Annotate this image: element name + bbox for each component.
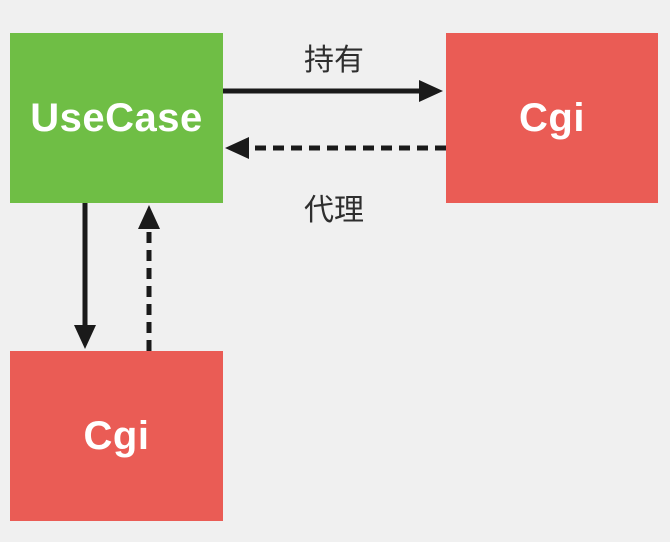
node-cgi-right: Cgi (446, 33, 658, 203)
arrow-up-head (138, 205, 160, 229)
arrow-holds-head (419, 80, 443, 102)
node-cgi-bottom-label: Cgi (83, 413, 150, 458)
arrow-down-solid (74, 203, 96, 349)
edge-label-holds: 持有 (304, 44, 364, 77)
arrow-proxy-head (225, 137, 249, 159)
arrow-up-dashed (138, 205, 160, 351)
arrow-down-head (74, 325, 96, 349)
arrow-holds-solid-right (223, 80, 443, 102)
arrow-proxy-dashed-left (225, 137, 446, 159)
node-cgi-right-label: Cgi (519, 95, 585, 140)
node-usecase: UseCase (10, 33, 223, 203)
edge-label-proxy: 代理 (304, 194, 364, 227)
node-usecase-label: UseCase (30, 95, 203, 140)
node-cgi-bottom: Cgi (10, 351, 223, 521)
